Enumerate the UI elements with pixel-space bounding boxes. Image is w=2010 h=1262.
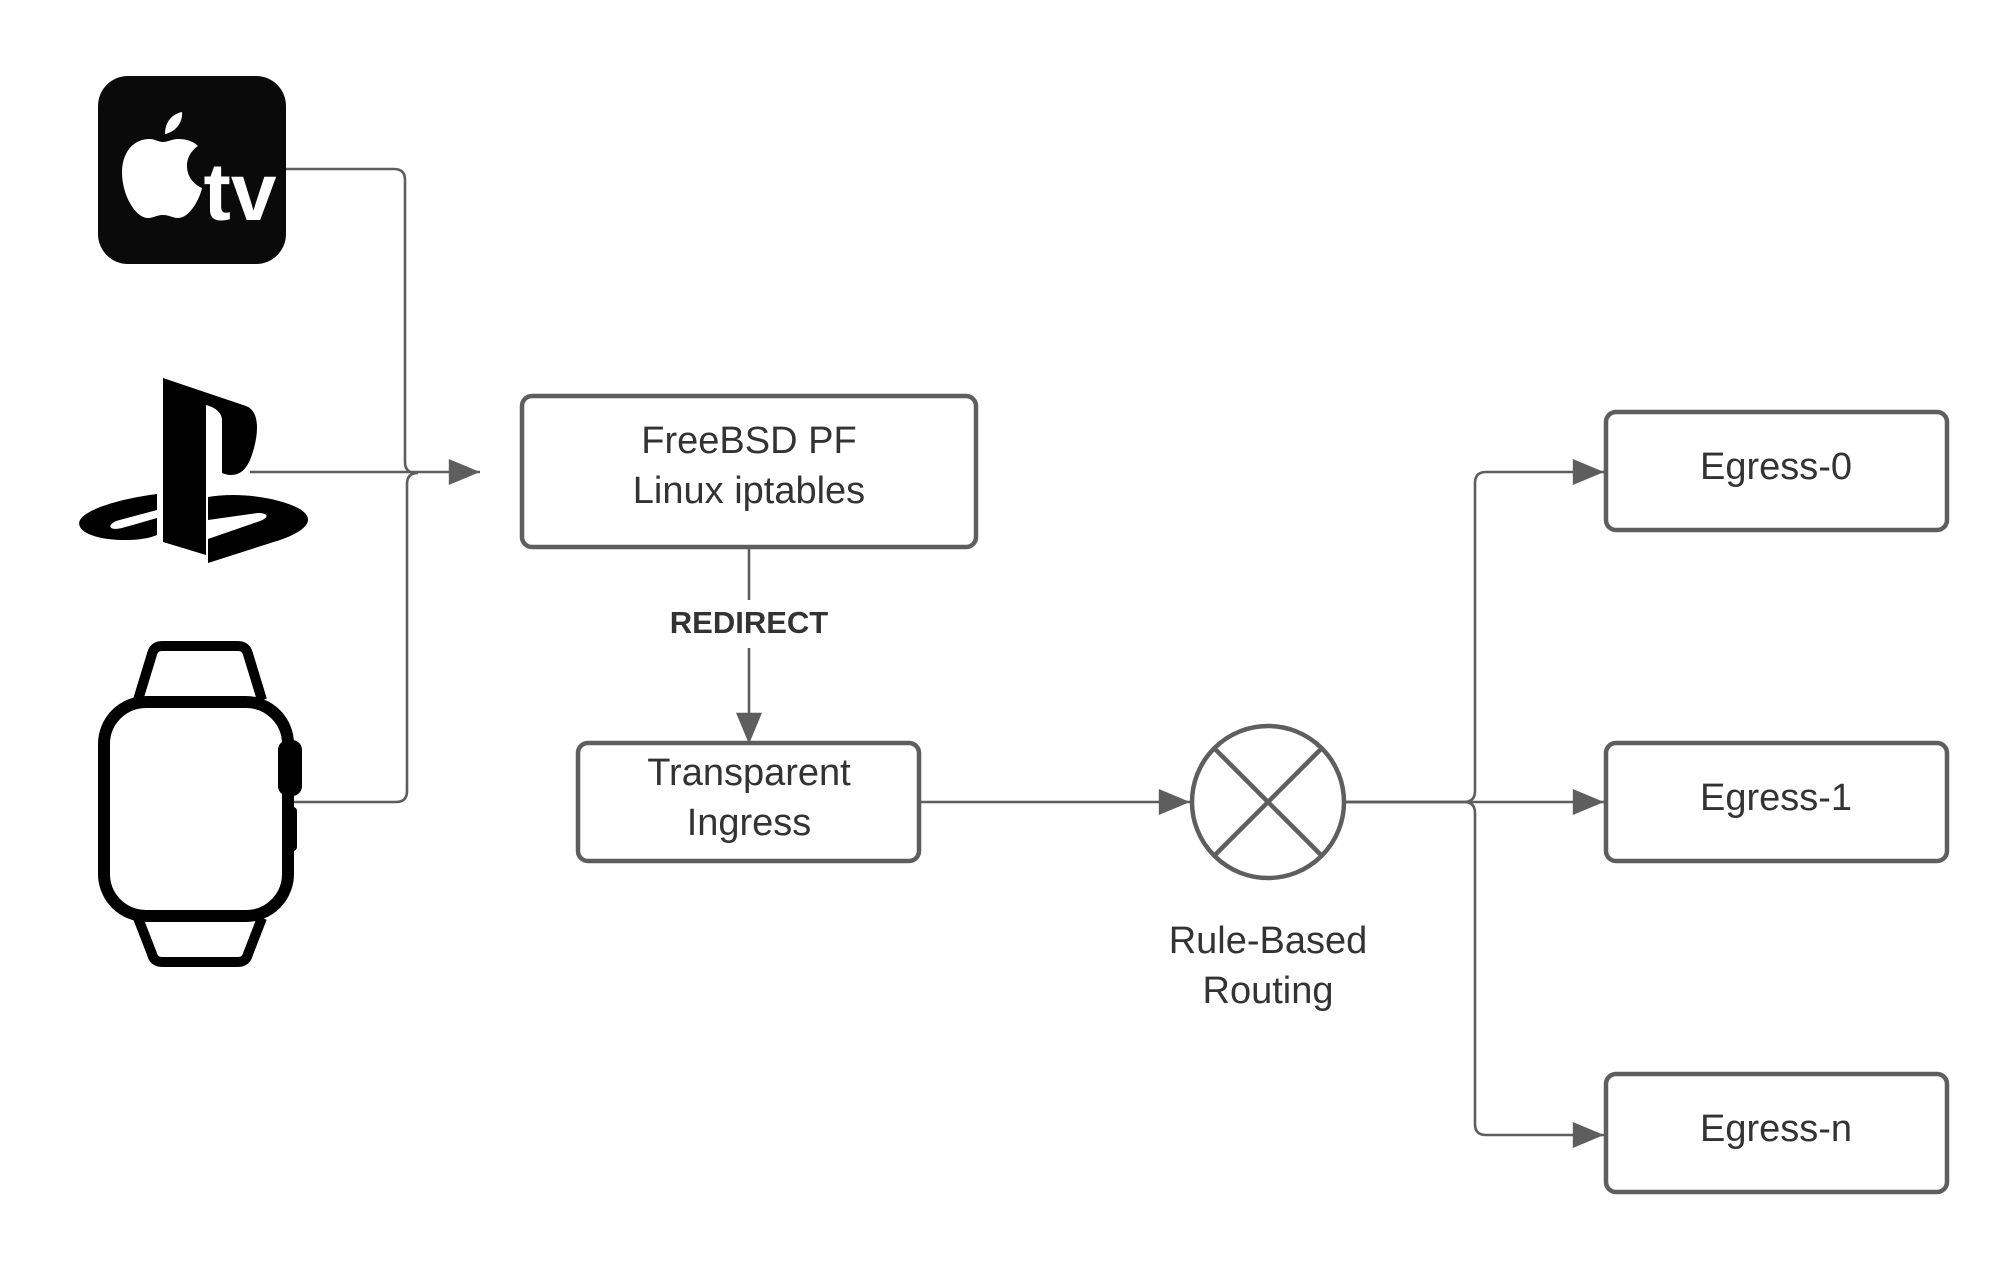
egress-node-0: Egress-0 [1603,409,1950,533]
router-label-line1: Rule-Based [1169,920,1368,962]
router-node: Rule-Based Routing [1169,723,1368,1012]
ingress-node: Transparent Ingress [575,740,922,864]
merge-x-icon [1189,723,1347,881]
egress-connectors [1344,459,1605,1148]
router-label-line2: Routing [1203,970,1334,1012]
edge-router-to-egress-0 [1344,459,1605,804]
device-connectors [250,167,480,804]
egress-1-label: Egress-1 [1700,777,1852,819]
edge-router-to-egress-n [1344,800,1605,1148]
egress-n-label: Egress-n [1700,1108,1852,1150]
edge-apple-tv-to-firewall [286,167,417,475]
apple-tv-device: tv [98,76,286,264]
firewall-label-line2: Linux iptables [633,470,865,512]
egress-node-n: Egress-n [1603,1071,1950,1195]
firewall-node: FreeBSD PF Linux iptables [519,393,979,550]
redirect-edge-label: REDIRECT [670,605,829,640]
ingress-label-line1: Transparent [647,752,851,794]
egress-0-label: Egress-0 [1700,446,1852,488]
egress-node-1: Egress-1 [1603,740,1950,864]
redirect-edge: REDIRECT [670,548,829,744]
apple-tv-logo-text: tv [204,147,277,238]
apple-logo-icon [122,112,202,218]
ingress-label-line2: Ingress [687,802,812,844]
firewall-label-line1: FreeBSD PF [641,420,856,462]
edge-apple-watch-to-firewall [290,471,419,804]
playstation-logo-icon [79,378,309,563]
smartwatch-icon [98,641,302,967]
